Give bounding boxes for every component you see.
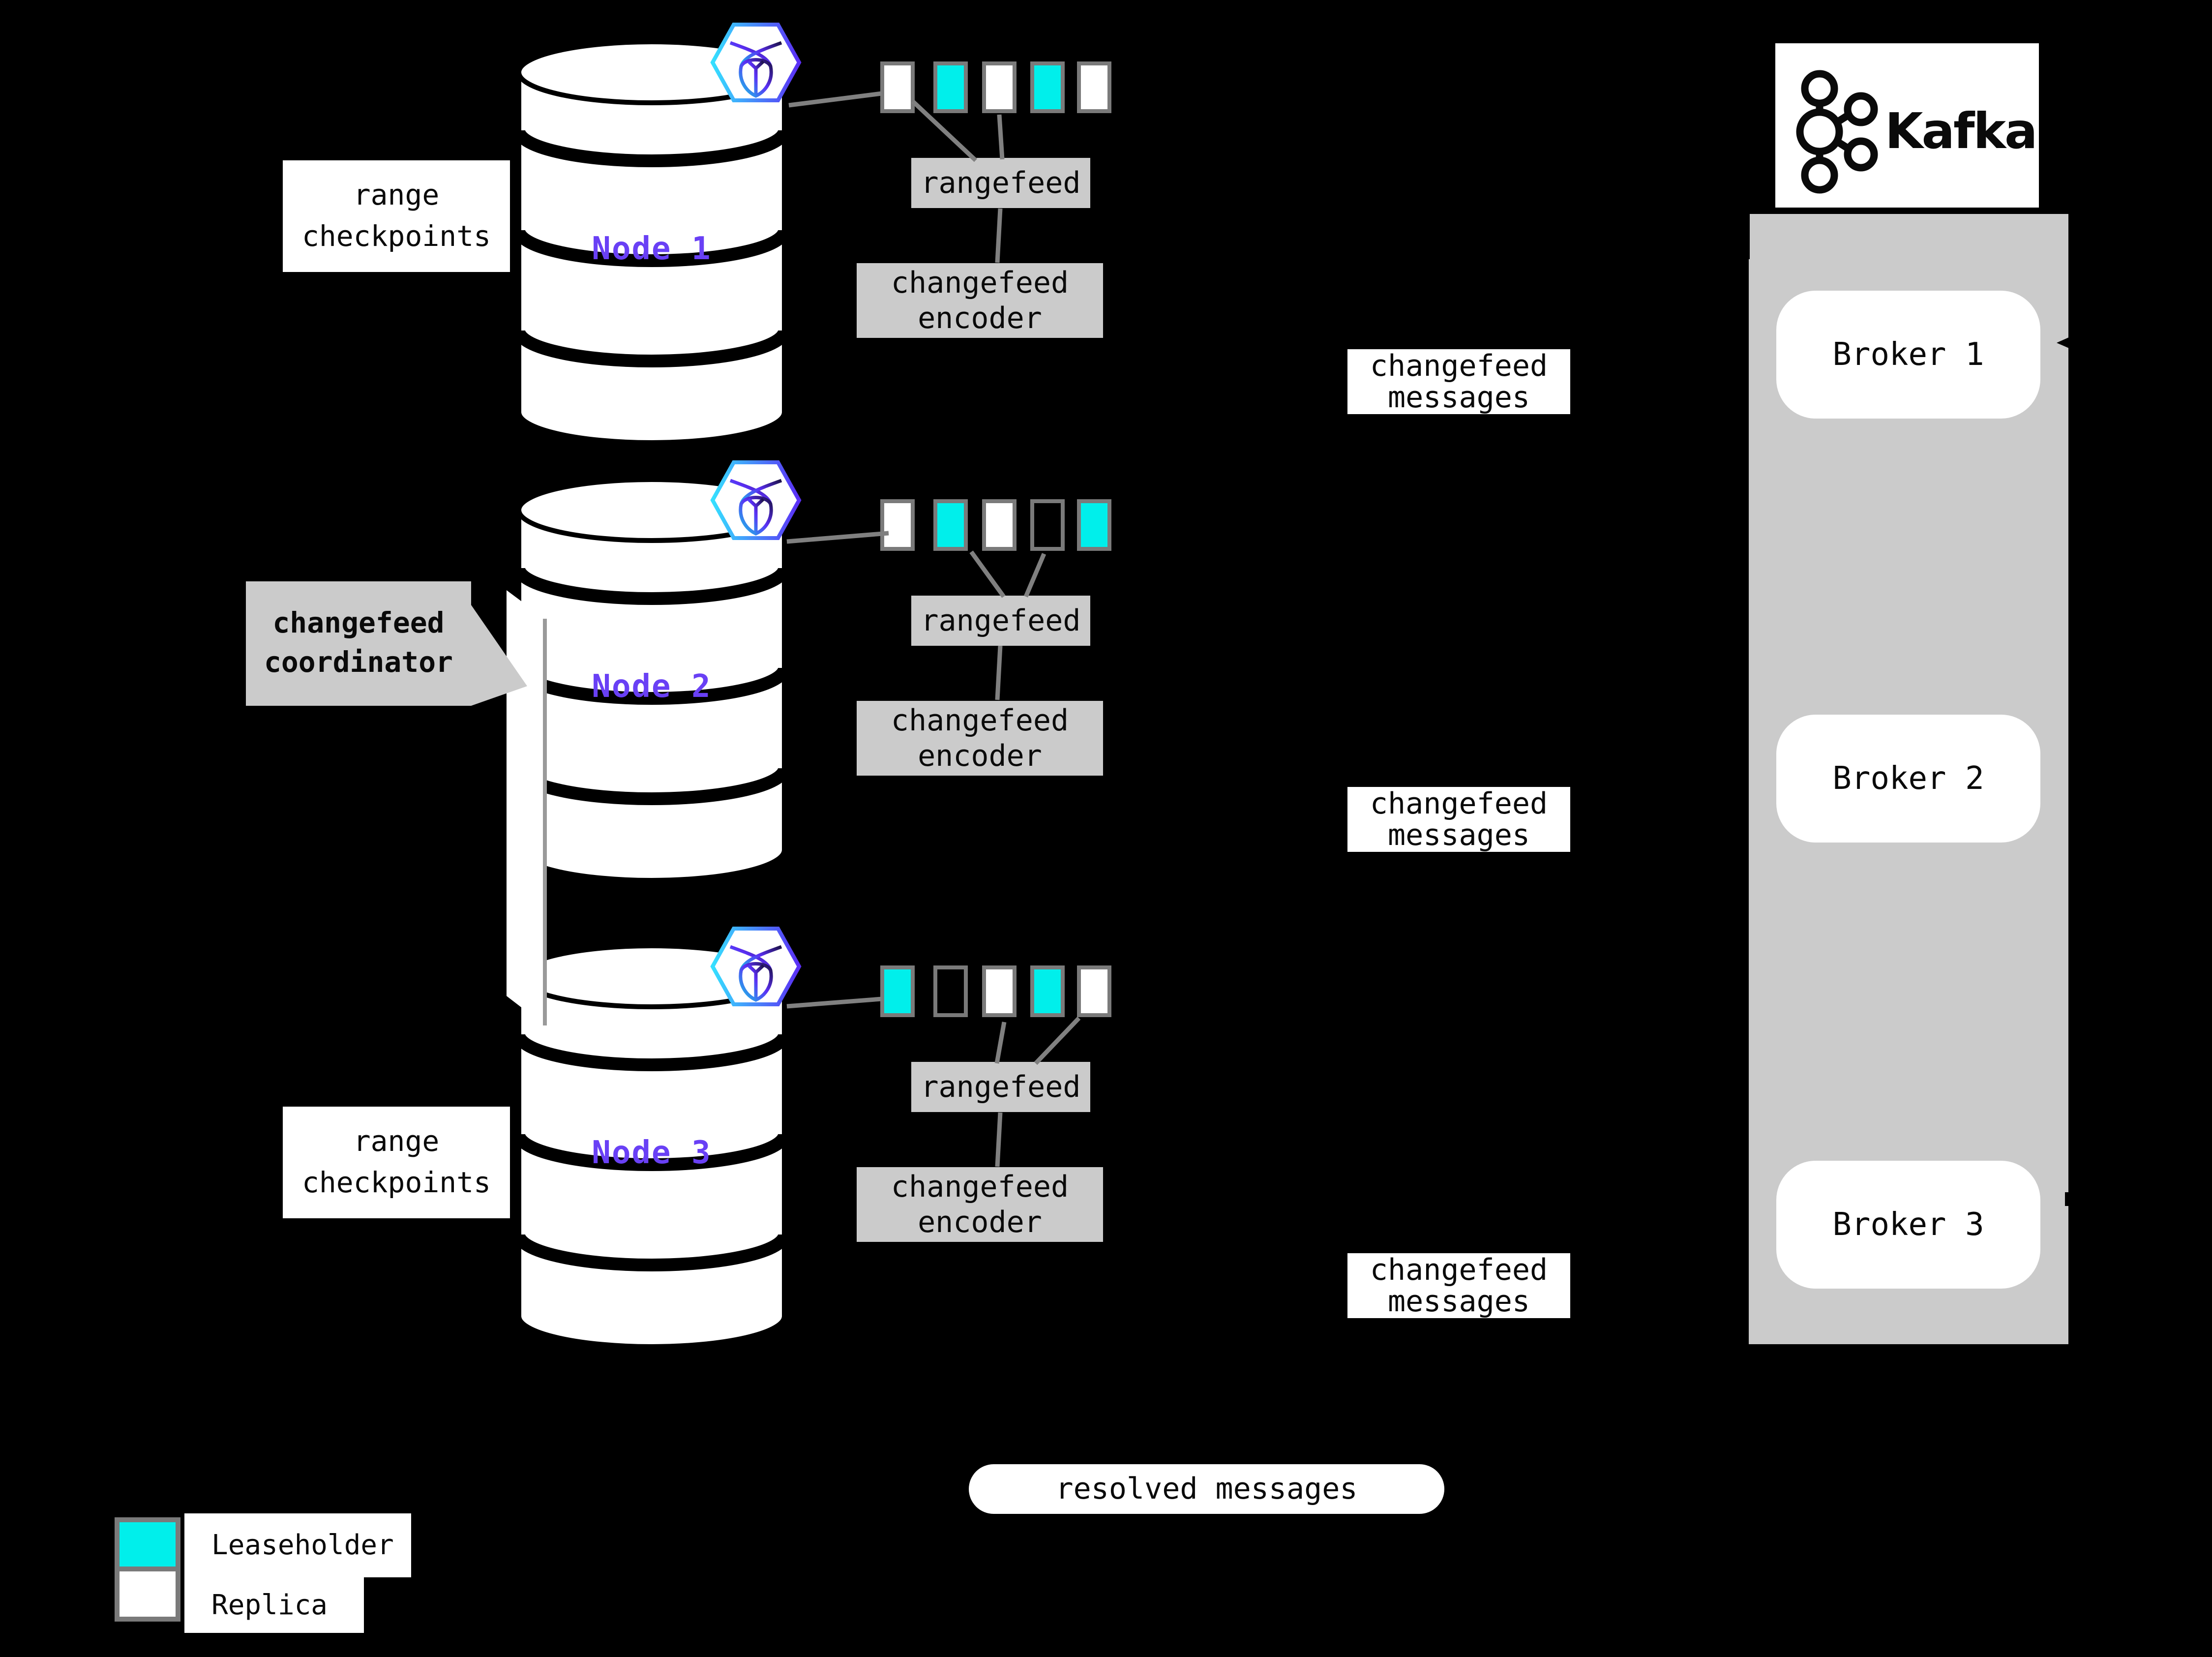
label-line: messages bbox=[1388, 1284, 1530, 1319]
range-rect bbox=[933, 499, 968, 551]
range-rect bbox=[982, 61, 1016, 113]
broker-3-box: Broker 3 bbox=[1776, 1161, 2040, 1289]
broker-1-box: Broker 1 bbox=[1776, 291, 2040, 419]
label-line: changefeed bbox=[891, 1170, 1069, 1204]
kafka-logo-icon bbox=[1796, 70, 1878, 194]
range-rect bbox=[880, 965, 915, 1017]
changefeed-encoder-box-node3: changefeed encoder bbox=[857, 1167, 1103, 1242]
range-checkpoints-label-node3: range checkpoints bbox=[283, 1107, 510, 1218]
changefeed-messages-label-3: changefeed messages bbox=[1347, 1253, 1570, 1318]
changefeed-messages-label-1: changefeed messages bbox=[1347, 349, 1570, 414]
cockroachdb-icon bbox=[710, 927, 802, 1006]
range-rect bbox=[982, 965, 1016, 1017]
range-rect bbox=[1030, 61, 1065, 113]
range-checkpoints-label-node1: range checkpoints bbox=[283, 160, 510, 272]
changefeed-coordinator-callout: changefeed coordinator bbox=[246, 581, 471, 706]
label-line: encoder bbox=[918, 739, 1042, 773]
label-line: checkpoints bbox=[301, 219, 491, 253]
label-line: messages bbox=[1388, 818, 1530, 852]
label-line: messages bbox=[1388, 380, 1530, 415]
kafka-wordmark: Kafka bbox=[1885, 102, 2037, 160]
rangefeed-box-node2: rangefeed bbox=[911, 596, 1090, 646]
arrowhead-into-broker1 bbox=[2057, 329, 2088, 355]
legend-leaseholder-label: Leaseholder bbox=[184, 1513, 411, 1577]
label-line: range bbox=[353, 1124, 440, 1158]
arrow-artifact-broker3 bbox=[2065, 1192, 2069, 1206]
range-rect bbox=[1077, 499, 1111, 551]
coordinator-flap bbox=[507, 590, 545, 1025]
label-line: changefeed bbox=[891, 703, 1069, 738]
label-line: coordinator bbox=[264, 645, 453, 679]
label-line: changefeed bbox=[1370, 349, 1548, 383]
cockroachdb-icon bbox=[710, 23, 802, 102]
range-rect bbox=[933, 965, 968, 1017]
range-rect bbox=[933, 61, 968, 113]
label-line: encoder bbox=[918, 301, 1042, 335]
label-line: changefeed bbox=[272, 606, 445, 639]
coordinator-pointer bbox=[471, 605, 527, 706]
range-rect bbox=[1030, 965, 1065, 1017]
arrow-artifact-panel-top bbox=[1745, 210, 1750, 259]
legend-replica-swatch bbox=[115, 1567, 180, 1622]
rangefeed-box-node1: rangefeed bbox=[911, 158, 1090, 208]
resolved-messages-label: resolved messages bbox=[969, 1464, 1444, 1514]
range-rect bbox=[1077, 61, 1111, 113]
changefeed-messages-label-2: changefeed messages bbox=[1347, 787, 1570, 852]
label-line: range bbox=[353, 178, 440, 211]
label-line: changefeed bbox=[891, 266, 1069, 300]
node1-connectors bbox=[788, 91, 1005, 263]
node3-connectors bbox=[786, 996, 1081, 1167]
changefeed-encoder-box-node1: changefeed encoder bbox=[857, 263, 1103, 338]
changefeed-encoder-box-node2: changefeed encoder bbox=[857, 701, 1103, 776]
cockroachdb-icon bbox=[710, 460, 802, 540]
range-rect bbox=[982, 499, 1016, 551]
label-line: encoder bbox=[918, 1205, 1042, 1239]
label-line: changefeed bbox=[1370, 1253, 1548, 1287]
range-rect bbox=[880, 61, 915, 113]
range-rect bbox=[880, 499, 915, 551]
range-rect bbox=[1077, 965, 1111, 1017]
broker-2-box: Broker 2 bbox=[1776, 715, 2040, 843]
legend-replica-label: Replica bbox=[184, 1577, 364, 1633]
label-line: checkpoints bbox=[301, 1166, 491, 1199]
node2-connectors bbox=[786, 531, 1046, 700]
range-rect bbox=[1030, 499, 1065, 551]
label-line: changefeed bbox=[1370, 786, 1548, 821]
rangefeed-box-node3: rangefeed bbox=[911, 1062, 1090, 1112]
